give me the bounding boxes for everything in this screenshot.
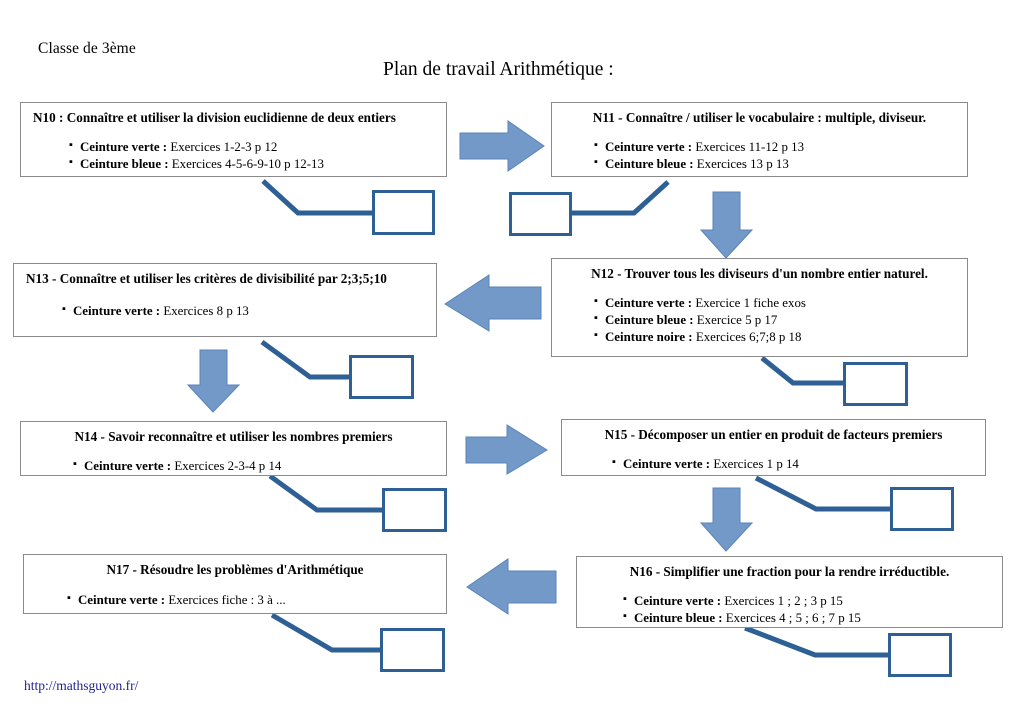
belt-exercises: Exercices 6;7;8 p 18 [695,330,802,345]
belt-item: Ceinture bleue : Exercice 5 p 17 [594,311,961,329]
node-n13[interactable]: N13 - Connaître et utiliser les critères… [13,263,437,337]
belt-exercises: Exercices fiche : 3 à ... [168,592,286,607]
belt-exercises: Exercices 11-12 p 13 [695,139,805,154]
callout-box-n14[interactable] [382,488,447,532]
belt-name: Ceinture verte : [605,295,693,310]
belt-name: Ceinture verte : [605,139,693,154]
node-n10-title: N10 : Connaître et utiliser la division … [33,110,396,125]
belt-item: Ceinture verte : Exercices 1-2-3 p 12 [69,138,440,156]
callout-box-n16[interactable] [888,633,952,677]
belt-name: Ceinture verte : [80,139,168,154]
node-n14-belts: Ceinture verte : Exercices 2-3-4 p 14 [73,457,440,475]
arrow-n12-to-n13 [444,274,542,332]
belt-name: Ceinture verte : [634,593,722,608]
node-n15[interactable]: N15 - Décomposer un entier en produit de… [561,419,986,476]
node-n16-belts: Ceinture verte : Exercices 1 ; 2 ; 3 p 1… [623,592,996,627]
footer-site-url[interactable]: http://mathsguyon.fr/ [24,678,139,693]
page-title: Plan de travail Arithmétique : [383,59,614,80]
arrow-n16-to-n17 [466,558,557,615]
node-n17-title: N17 - Résoudre les problèmes d'Arithméti… [106,562,364,577]
node-n15-belts: Ceinture verte : Exercices 1 p 14 [612,455,979,473]
node-n12-belts: Ceinture verte : Exercice 1 fiche exos C… [594,294,961,346]
belt-exercises: Exercices 2-3-4 p 14 [174,458,282,473]
belt-item: Ceinture verte : Exercices 1 ; 2 ; 3 p 1… [623,592,996,610]
node-n11-title: N11 - Connaître / utiliser le vocabulair… [592,110,927,125]
class-label: Classe de 3ème [38,40,136,57]
callout-box-n15[interactable] [890,487,954,531]
belt-name: Ceinture verte : [73,303,161,318]
node-n14[interactable]: N14 - Savoir reconnaître et utiliser les… [20,421,447,476]
belt-exercises: Exercices 1-2-3 p 12 [170,139,278,154]
belt-name: Ceinture bleue : [80,157,169,171]
callout-box-n10[interactable] [372,190,435,235]
belt-item: Ceinture verte : Exercices 11-12 p 13 [594,138,961,156]
leader-line-n10 [261,179,372,216]
belt-item: Ceinture verte : Exercice 1 fiche exos [594,294,961,312]
leader-line-n14 [268,473,382,513]
leader-line-n12 [760,356,843,386]
belt-item: Ceinture verte : Exercices fiche : 3 à .… [67,591,440,609]
belt-exercises: Exercice 5 p 17 [696,313,778,327]
node-n10[interactable]: N10 : Connaître et utiliser la division … [20,102,447,177]
node-n11-belts: Ceinture verte : Exercices 11-12 p 13 Ce… [594,138,961,173]
belt-item: Ceinture bleue : Exercices 4 ; 5 ; 6 ; 7… [623,609,996,627]
node-n17[interactable]: N17 - Résoudre les problèmes d'Arithméti… [23,554,447,614]
belt-item: Ceinture verte : Exercices 1 p 14 [612,455,979,473]
belt-item: Ceinture bleue : Exercices 4-5-6-9-10 p … [69,155,440,173]
leader-line-n11 [572,180,670,216]
arrow-n11-to-n12 [699,191,754,259]
belt-name: Ceinture verte : [623,456,711,471]
belt-name: Ceinture bleue : [605,157,694,171]
belt-exercises: Exercice 1 fiche exos [695,295,806,310]
belt-exercises: Exercices 4-5-6-9-10 p 12-13 [171,157,324,171]
node-n11[interactable]: N11 - Connaître / utiliser le vocabulair… [551,102,968,177]
callout-box-n17[interactable] [380,628,445,672]
node-n13-belts: Ceinture verte : Exercices 8 p 13 [62,302,430,320]
node-n13-title: N13 - Connaître et utiliser les critères… [26,271,387,286]
leader-line-n16 [744,625,888,658]
arrow-n14-to-n15 [465,424,548,475]
belt-item: Ceinture verte : Exercices 2-3-4 p 14 [73,457,440,475]
node-n12[interactable]: N12 - Trouver tous les diviseurs d'un no… [551,258,968,357]
belt-item: Ceinture noire : Exercices 6;7;8 p 18 [594,328,961,346]
belt-item: Ceinture bleue : Exercices 13 p 13 [594,155,961,173]
node-n10-belts: Ceinture verte : Exercices 1-2-3 p 12 Ce… [69,138,440,173]
belt-name: Ceinture noire : [605,330,693,345]
arrow-n15-to-n16 [699,487,754,552]
belt-name: Ceinture bleue : [605,313,694,327]
belt-name: Ceinture verte : [78,592,166,607]
callout-box-n12[interactable] [843,362,908,406]
node-n16-title: N16 - Simplifier une fraction pour la re… [629,564,950,579]
callout-box-n13[interactable] [349,355,414,399]
belt-exercises: Exercices 1 p 14 [713,456,799,471]
belt-exercises: Exercices 4 ; 5 ; 6 ; 7 p 15 [725,611,861,625]
node-n16[interactable]: N16 - Simplifier une fraction pour la re… [576,556,1003,628]
belt-exercises: Exercices 1 ; 2 ; 3 p 15 [724,593,843,608]
node-n15-title: N15 - Décomposer un entier en produit de… [604,427,943,442]
node-n14-title: N14 - Savoir reconnaître et utiliser les… [74,429,393,444]
belt-exercises: Exercices 13 p 13 [696,157,789,171]
arrow-n10-to-n11 [459,120,545,172]
arrow-n13-to-n14 [186,349,241,413]
leader-line-n17 [270,612,380,653]
leader-line-n15 [754,475,890,512]
belt-item: Ceinture verte : Exercices 8 p 13 [62,302,430,320]
node-n17-belts: Ceinture verte : Exercices fiche : 3 à .… [67,591,440,609]
belt-exercises: Exercices 8 p 13 [163,303,249,318]
callout-box-n11[interactable] [509,192,572,236]
belt-name: Ceinture bleue : [634,611,723,625]
node-n12-title: N12 - Trouver tous les diviseurs d'un no… [591,266,928,281]
belt-name: Ceinture verte : [84,458,172,473]
